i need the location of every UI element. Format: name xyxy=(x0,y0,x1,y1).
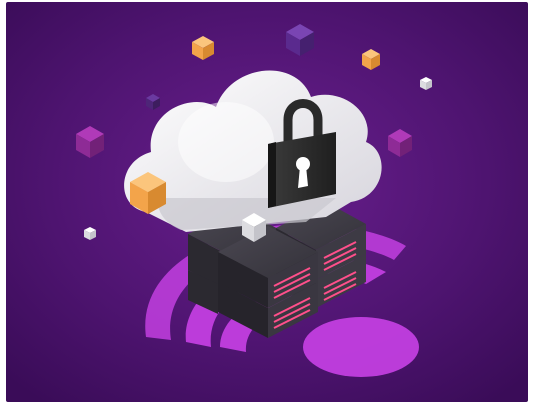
cube-icon xyxy=(388,129,412,157)
cube-icon xyxy=(130,172,166,214)
server-unit xyxy=(188,270,218,314)
server-unit xyxy=(218,226,318,308)
cube-icon xyxy=(84,227,96,240)
cube-icon xyxy=(286,24,314,56)
cube-icon xyxy=(76,126,104,158)
cloud-security-illustration xyxy=(6,2,528,402)
illustration-svg xyxy=(6,2,528,402)
server-rack-icon xyxy=(188,127,366,338)
cube-icon xyxy=(362,49,380,70)
cube-icon xyxy=(242,213,266,242)
cube-icon xyxy=(146,94,160,110)
server-unit xyxy=(218,282,318,338)
cube-icon xyxy=(420,77,432,90)
padlock-icon xyxy=(268,99,336,208)
cube-icon xyxy=(192,36,214,60)
